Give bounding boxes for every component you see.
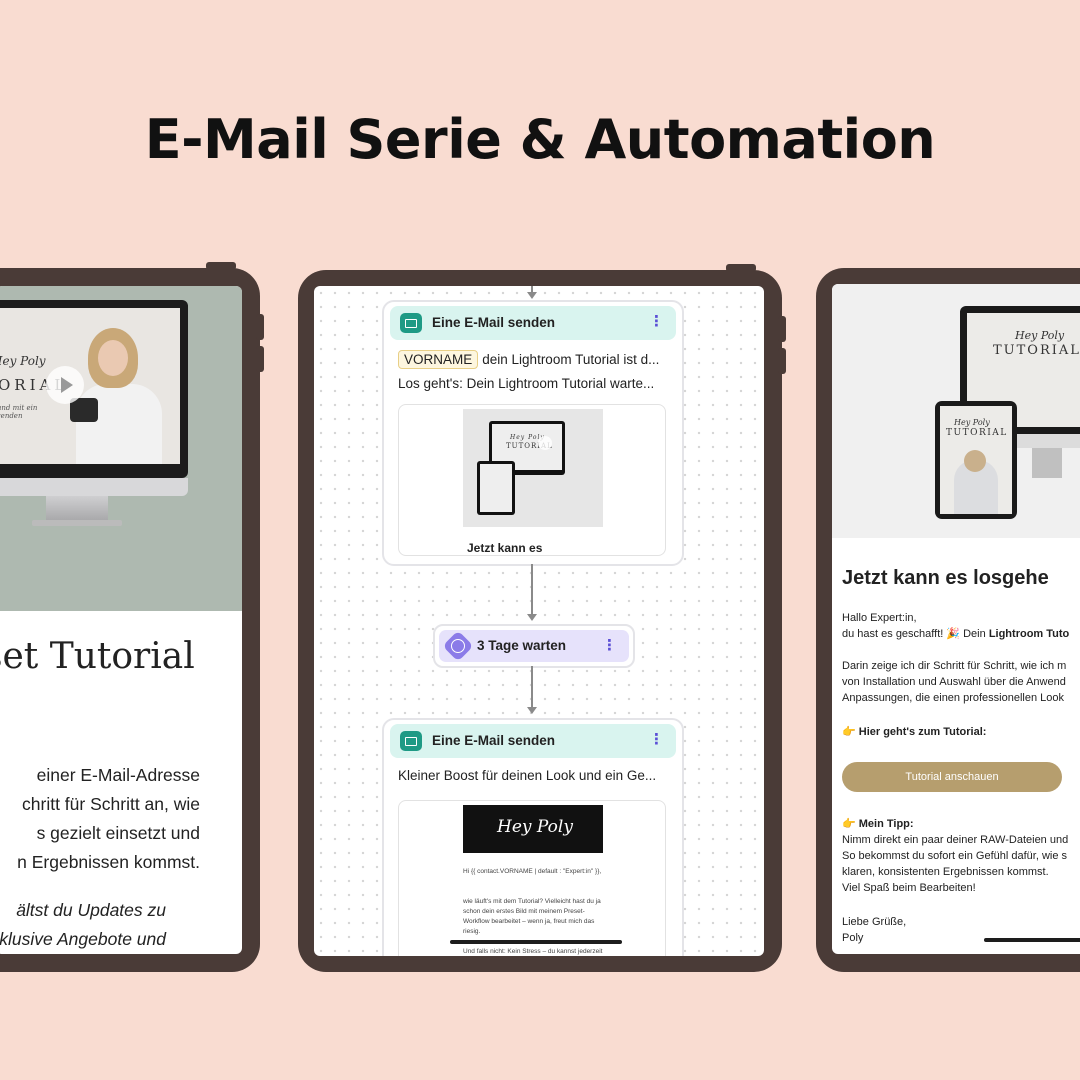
email-subject: Kleiner Boost für deinen Look und ein Ge…: [398, 768, 657, 783]
home-indicator: [984, 938, 1080, 942]
arrow-down-icon: [527, 292, 537, 299]
arrow-down-icon: [527, 614, 537, 621]
preview-paragraph: Und falls nicht: Kein Stress – du kannst…: [463, 948, 603, 955]
person-photo: [70, 324, 174, 464]
preview-mockup: Hey Poly TUTORIAL: [463, 409, 603, 527]
email-preview-1[interactable]: Hey Poly TUTORIAL Jetzt kann es: [398, 404, 666, 556]
mockup-subtitle: en und mit ein anwenden: [0, 404, 38, 420]
hero-area: Hey Poly TORIAL en und mit ein anwenden: [0, 286, 242, 611]
preview-greeting: Hi {{ contact.VORNAME | default : "Exper…: [463, 868, 602, 875]
node-title: Eine E-Mail senden: [432, 315, 556, 330]
tip-text: Viel Spaß beim Bearbeiten!: [842, 882, 976, 894]
greeting: Hallo Expert:in,: [842, 612, 917, 624]
connector-top: [531, 286, 533, 294]
paragraph: von Installation und Auswahl über die An…: [842, 676, 1066, 688]
more-options-icon[interactable]: ⋮: [649, 312, 664, 330]
closing: Liebe Grüße,: [842, 916, 907, 928]
mail-icon: [400, 731, 422, 751]
imac-mockup: Hey Poly TORIAL en und mit ein anwenden: [0, 300, 188, 526]
tutorial-button[interactable]: Tutorial anschauen: [842, 762, 1062, 792]
email-preheader: Los geht's: Dein Lightroom Tutorial wart…: [398, 376, 655, 391]
variable-tag: VORNAME: [398, 350, 479, 369]
connector-1: [531, 564, 533, 616]
wait-node[interactable]: 3 Tage warten ⋮: [433, 624, 635, 668]
left-tablet: Hey Poly TORIAL en und mit ein anwenden …: [0, 262, 264, 972]
arrow-down-icon: [527, 707, 537, 714]
right-tablet-screen: Hey Poly TUTORIAL Hey Poly TUTORIAL Jetz…: [832, 284, 1080, 954]
right-tablet: Hey Poly TUTORIAL Hey Poly TUTORIAL Jetz…: [816, 268, 1080, 972]
tip-text: So bekommst du sofort ein Gefühl dafür, …: [842, 850, 1068, 862]
greeting-line-2: du hast es geschafft! 🎉 Dein Lightroom T…: [842, 628, 1070, 640]
signature: Poly: [842, 932, 864, 944]
more-options-icon[interactable]: ⋮: [649, 730, 664, 748]
wait-label: 3 Tage warten: [477, 638, 567, 653]
email-node-2[interactable]: Eine E-Mail senden ⋮ Kleiner Boost für d…: [382, 718, 684, 956]
connector-2: [531, 666, 533, 708]
tip-title: 👉 Mein Tipp:: [842, 818, 914, 830]
preview-paragraph: wie läuft's mit dem Tutorial? Vielleicht…: [463, 898, 601, 935]
hero-mockup: Hey Poly TUTORIAL Hey Poly TUTORIAL: [832, 284, 1080, 538]
cta-intro: 👉 Hier geht's zum Tutorial:: [842, 726, 987, 738]
node-title: Eine E-Mail senden: [432, 733, 556, 748]
more-options-icon[interactable]: ⋮: [602, 636, 617, 654]
left-heading: set Tutorial: [0, 636, 195, 677]
logo: Hey Poly: [463, 805, 603, 853]
left-body-text: einer E-Mail-Adresse chritt für Schritt …: [17, 765, 200, 872]
tip-text: Nimm direkt ein paar deiner RAW-Dateien …: [842, 834, 1069, 846]
tip-text: klaren, konsistenten Ergebnissen kommst.: [842, 866, 1049, 878]
page-headline: E-Mail Serie & Automation: [144, 108, 936, 171]
preview-cut-text: Jetzt kann es: [467, 541, 543, 555]
email-preview-2[interactable]: Hey Poly Hi {{ contact.VORNAME | default…: [398, 800, 666, 956]
mockup-script: Hey Poly: [0, 354, 46, 368]
play-icon: [538, 436, 552, 450]
paragraph: Anpassungen, die einen professionellen L…: [842, 692, 1064, 704]
mail-icon: [400, 313, 422, 333]
email-heading: Jetzt kann es losgehe: [842, 567, 1049, 589]
paragraph: Darin zeige ich dir Schritt für Schritt,…: [842, 660, 1067, 672]
play-icon[interactable]: [46, 366, 84, 404]
left-italic-text: ältst du Updates zu xklusive Angebote un…: [0, 900, 166, 949]
home-indicator: [450, 940, 622, 944]
left-tablet-screen: Hey Poly TORIAL en und mit ein anwenden …: [0, 286, 242, 954]
